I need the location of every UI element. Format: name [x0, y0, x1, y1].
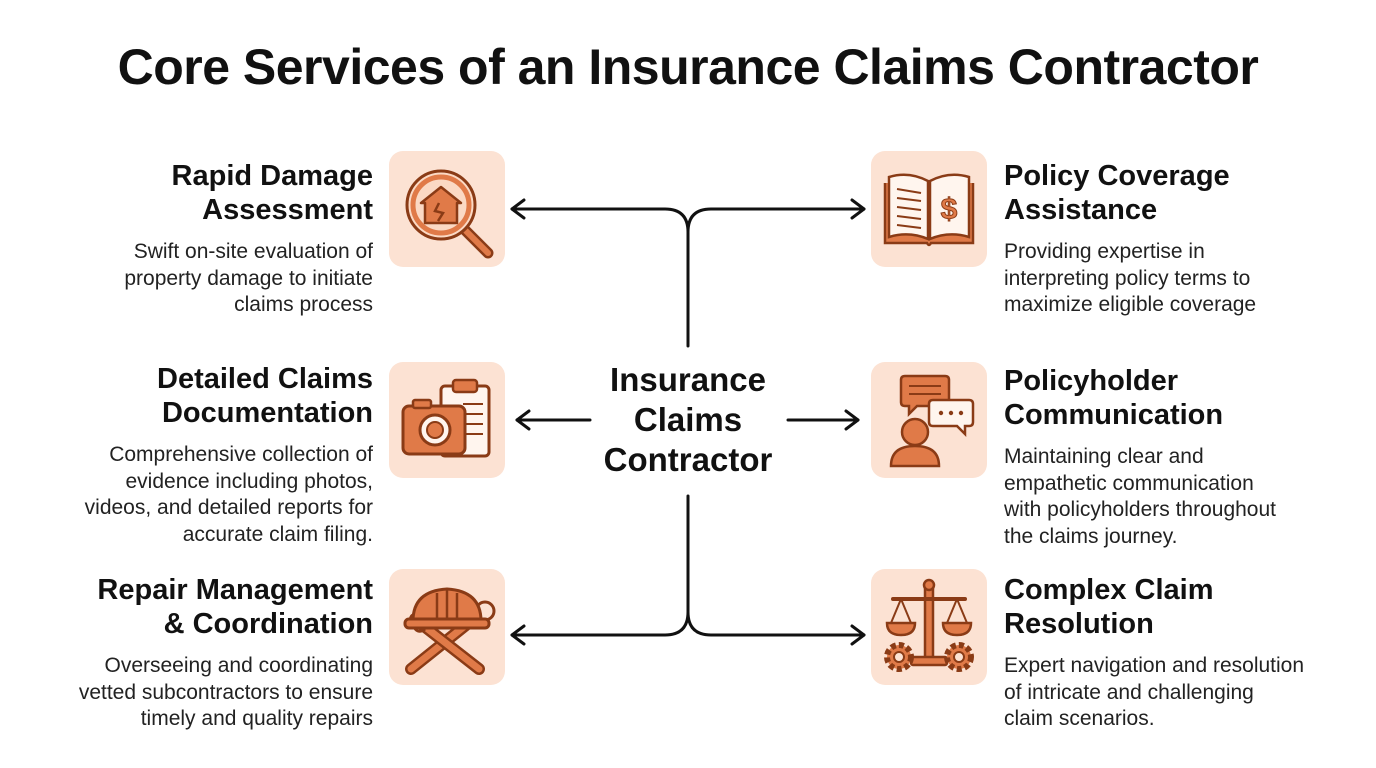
camera-clipboard-icon: [401, 378, 491, 458]
service-description: Providing expertise in interpreting poli…: [1004, 240, 1257, 316]
service-tile-documentation: [389, 362, 505, 478]
service-title: Detailed Claims Documentation: [157, 363, 373, 429]
service-description: Expert navigation and resolution of intr…: [1004, 654, 1305, 730]
connector-top-right: [686, 207, 866, 234]
arrowhead-bottom-right: [850, 624, 866, 646]
service-title: Policy Coverage Assistance: [1004, 160, 1230, 226]
service-documentation: Detailed Claims Documentation Comprehens…: [38, 362, 373, 548]
policy-book-icon: $: [883, 173, 975, 247]
connector-top-stem: [510, 207, 690, 348]
page-title: Core Services of an Insurance Claims Con…: [117, 39, 1259, 95]
service-description: Overseeing and coordinating vetted subco…: [78, 654, 373, 730]
scales-gears-icon: [884, 578, 974, 672]
house-magnifier-icon: [405, 169, 494, 259]
svg-text:$: $: [941, 193, 958, 226]
service-policy-coverage: Policy Coverage Assistance Providing exp…: [1004, 159, 1339, 319]
service-tile-damage-assessment: [389, 151, 505, 267]
center-node: Insurance Claims Contractor: [578, 360, 798, 480]
service-title: Complex Claim Resolution: [1004, 574, 1214, 640]
service-description: Comprehensive collection of evidence inc…: [84, 443, 373, 546]
service-description: Maintaining clear and empathetic communi…: [1004, 445, 1276, 548]
service-title: Rapid Damage Assessment: [171, 160, 373, 226]
arrowhead-bottom-left: [510, 624, 526, 646]
service-tile-claim-resolution: [871, 569, 987, 685]
service-title: Policyholder Communication: [1004, 365, 1224, 431]
service-tile-communication: [871, 362, 987, 478]
service-description: Swift on-site evaluation of property dam…: [124, 240, 373, 316]
service-communication: Policyholder Communication Maintaining c…: [1004, 364, 1339, 550]
chat-person-icon: [889, 374, 975, 468]
service-damage-assessment: Rapid Damage Assessment Swift on-site ev…: [38, 159, 373, 319]
center-line-3: Contractor: [603, 441, 773, 478]
service-claim-resolution: Complex Claim Resolution Expert navigati…: [1004, 573, 1339, 733]
service-tile-repair-management: [389, 569, 505, 685]
arrowhead-top-right: [850, 198, 866, 220]
arrowhead-middle-left: [515, 409, 531, 431]
connector-bottom-stem: [510, 494, 690, 637]
connector-bottom-right: [686, 610, 866, 637]
arrowhead-top-left: [510, 198, 526, 220]
service-repair-management: Repair Management & Coordination Oversee…: [38, 573, 373, 733]
hardhat-tools-icon: [403, 587, 496, 675]
service-tile-policy-coverage: $: [871, 151, 987, 267]
arrowhead-middle-right: [844, 409, 860, 431]
service-title: Repair Management & Coordination: [97, 574, 373, 640]
center-line-2: Claims: [633, 401, 743, 438]
center-line-1: Insurance: [610, 361, 766, 398]
